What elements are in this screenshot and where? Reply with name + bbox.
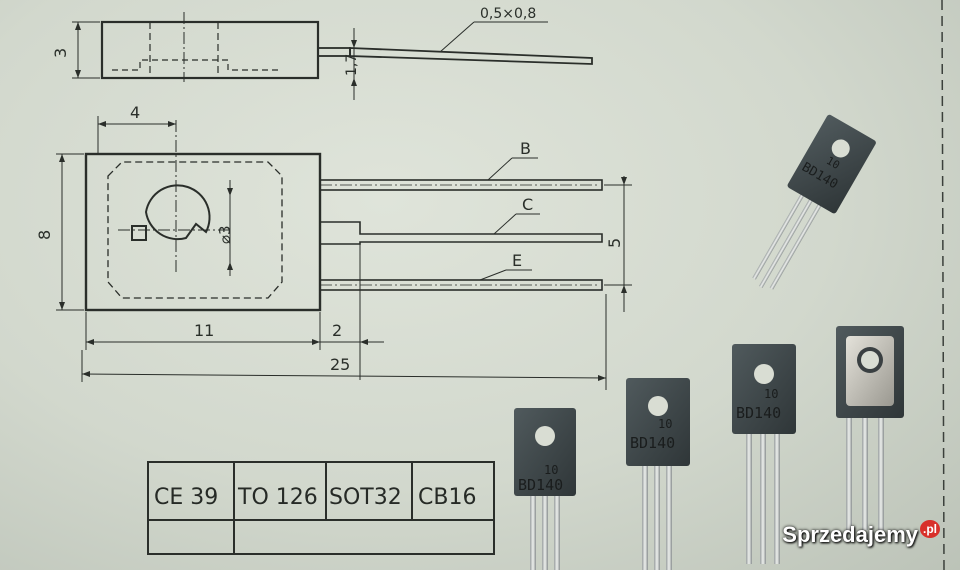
transistor-tilted: 10 BD140 (752, 114, 876, 290)
watermark-text: Sprzedajemy (782, 522, 918, 547)
watermark: Sprzedajemy.pl (782, 520, 940, 548)
lead-c (319, 221, 603, 245)
svg-text:10: 10 (544, 463, 558, 477)
dim-body-height: 8 (35, 230, 54, 240)
package-table: CE 39 TO 126 SOT32 CB16 (147, 461, 495, 555)
transistor-3: 10 BD140 (732, 344, 796, 564)
dim-height-top: 3 (51, 48, 70, 58)
table-cell-to126: TO 126 (237, 485, 318, 510)
dim-pin-span: 5 (605, 238, 624, 248)
svg-text:BD140: BD140 (518, 476, 563, 494)
watermark-tld: .pl (920, 520, 940, 538)
pin-label-e: E (512, 251, 522, 270)
svg-text:10: 10 (764, 387, 778, 401)
side-view: 3 1,7 0,5×0,8 (51, 6, 593, 100)
table-cell-cb16: CB16 (418, 485, 476, 510)
transistor-1: 10 BD140 (514, 408, 576, 570)
page-border-line (941, 0, 945, 570)
front-view: B C E 8 4 ⌀3 5 (35, 103, 632, 390)
dim-thickness: 1,7 (344, 54, 360, 76)
lead-e (319, 279, 603, 291)
dim-hole-diameter: ⌀3 (216, 225, 234, 244)
dim-body-length: 11 (194, 321, 214, 340)
svg-text:BD140: BD140 (736, 404, 781, 422)
svg-text:10: 10 (658, 417, 672, 431)
dim-total-length: 25 (330, 355, 350, 374)
table-cell-ce39: CE 39 (154, 485, 218, 510)
table-cell-sot32: SOT32 (329, 485, 402, 510)
dim-shoulder: 2 (332, 321, 342, 340)
svg-text:BD140: BD140 (630, 434, 675, 452)
dim-hole-offset: 4 (130, 103, 140, 122)
pin-label-c: C (522, 195, 533, 214)
transistor-2: 10 BD140 (626, 378, 690, 570)
svg-text:10: 10 (824, 154, 842, 172)
transistor-metal-back (836, 326, 904, 530)
lead-section-label: 0,5×0,8 (480, 6, 536, 22)
lead-b (319, 179, 603, 191)
pin-label-b: B (520, 139, 531, 158)
